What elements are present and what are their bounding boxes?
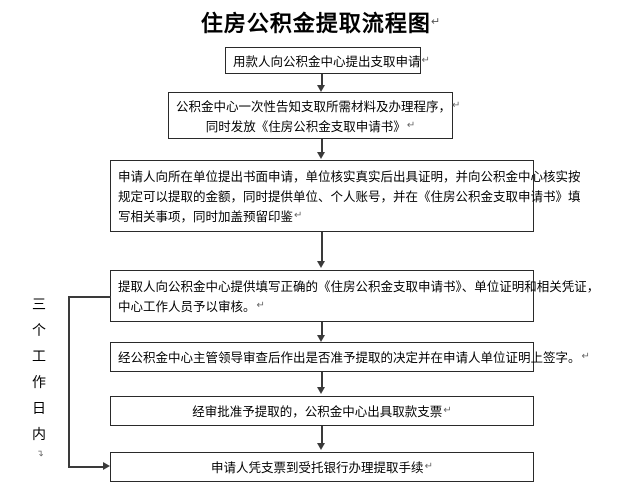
arrowhead-step6-icon — [317, 387, 325, 394]
arrowhead-step4-icon — [317, 261, 325, 268]
connector-step1-step2 — [321, 74, 323, 87]
side-label-three-working-days: 三 个 工 作 日 内 ↵ — [28, 292, 50, 458]
bracket-bottom-segment — [68, 466, 104, 468]
node-submit-documents-for-review[interactable]: 提取人向公积金中心提供填写正确的《住房公积金支取申请书》、单位证明和相关凭证， … — [110, 270, 600, 322]
page-title: 住房公积金提取流程图↵ — [0, 8, 641, 39]
arrowhead-bracket-icon — [103, 462, 110, 470]
connector-step4-step5 — [321, 322, 323, 336]
node-line: 同时发放《住房公积金支取申请书》↵ — [205, 118, 416, 134]
bracket-top-segment — [68, 296, 111, 298]
connector-step3-step4 — [321, 232, 323, 262]
side-label-char: 三 — [32, 297, 46, 313]
node-line: 公积金中心一次性告知支取所需材料及办理程序，↵ — [176, 98, 461, 114]
side-label-char: 日 — [32, 401, 46, 417]
node-written-application-to-employer[interactable]: 申请人向所在单位提出书面申请，单位核实真实后出具证明，并向公积金中心核实按 规定… — [110, 160, 581, 232]
node-leader-approval-and-signature[interactable]: 经公积金中心主管领导审查后作出是否准予提取的决定并在申请人单位证明上签字。↵ — [110, 342, 590, 372]
node-line: 中心工作人员予以审核。↵ — [118, 299, 265, 314]
side-label-char: 工 — [32, 349, 46, 365]
connector-step6-step7 — [321, 426, 323, 444]
node-line: 申请人向所在单位提出书面申请，单位核实真实后出具证明，并向公积金中心核实按 — [118, 169, 581, 184]
node-line: 经公积金中心主管领导审查后作出是否准予提取的决定并在申请人单位证明上签字。↵ — [118, 350, 590, 365]
paragraph-mark-icon: ↵ — [430, 15, 441, 28]
arrowhead-step5-icon — [317, 335, 325, 342]
side-label-char: 内 — [32, 427, 46, 443]
node-withdraw-at-entrusted-bank[interactable]: 申请人凭支票到受托银行办理提取手续↵ — [110, 452, 534, 482]
node-line: 经审批准予提取的，公积金中心出具取款支票↵ — [192, 404, 452, 419]
side-label-char: 个 — [32, 323, 46, 339]
node-line: 提取人向公积金中心提供填写正确的《住房公积金支取申请书》、单位证明和相关凭证， — [118, 279, 600, 294]
page-title-text: 住房公积金提取流程图 — [200, 12, 431, 37]
node-applicant-submits-request[interactable]: 用款人向公积金中心提出支取申请↵ — [225, 47, 430, 74]
arrowhead-step3-icon — [317, 152, 325, 159]
connector-step2-step3 — [321, 139, 323, 153]
node-center-issues-cheque[interactable]: 经审批准予提取的，公积金中心出具取款支票↵ — [110, 396, 534, 426]
node-line: 用款人向公积金中心提出支取申请↵ — [233, 53, 430, 69]
node-line: 规定可以提取的金额，同时提供单位、个人账号，并在《住房公积金支取申请书》填 — [118, 189, 581, 204]
connector-step5-step6 — [321, 372, 323, 388]
bracket-vertical-segment — [68, 296, 70, 467]
node-line: 写相关事项，同时加盖预留印鉴↵ — [118, 209, 303, 224]
paragraph-mark-icon: ↵ — [37, 449, 47, 457]
node-line: 申请人凭支票到受托银行办理提取手续↵ — [211, 460, 433, 475]
arrowhead-step7-icon — [317, 443, 325, 450]
arrowhead-step2-icon — [317, 85, 325, 92]
node-center-informs-materials[interactable]: 公积金中心一次性告知支取所需材料及办理程序，↵ 同时发放《住房公积金支取申请书》… — [168, 92, 461, 139]
side-label-char: 作 — [32, 375, 46, 391]
